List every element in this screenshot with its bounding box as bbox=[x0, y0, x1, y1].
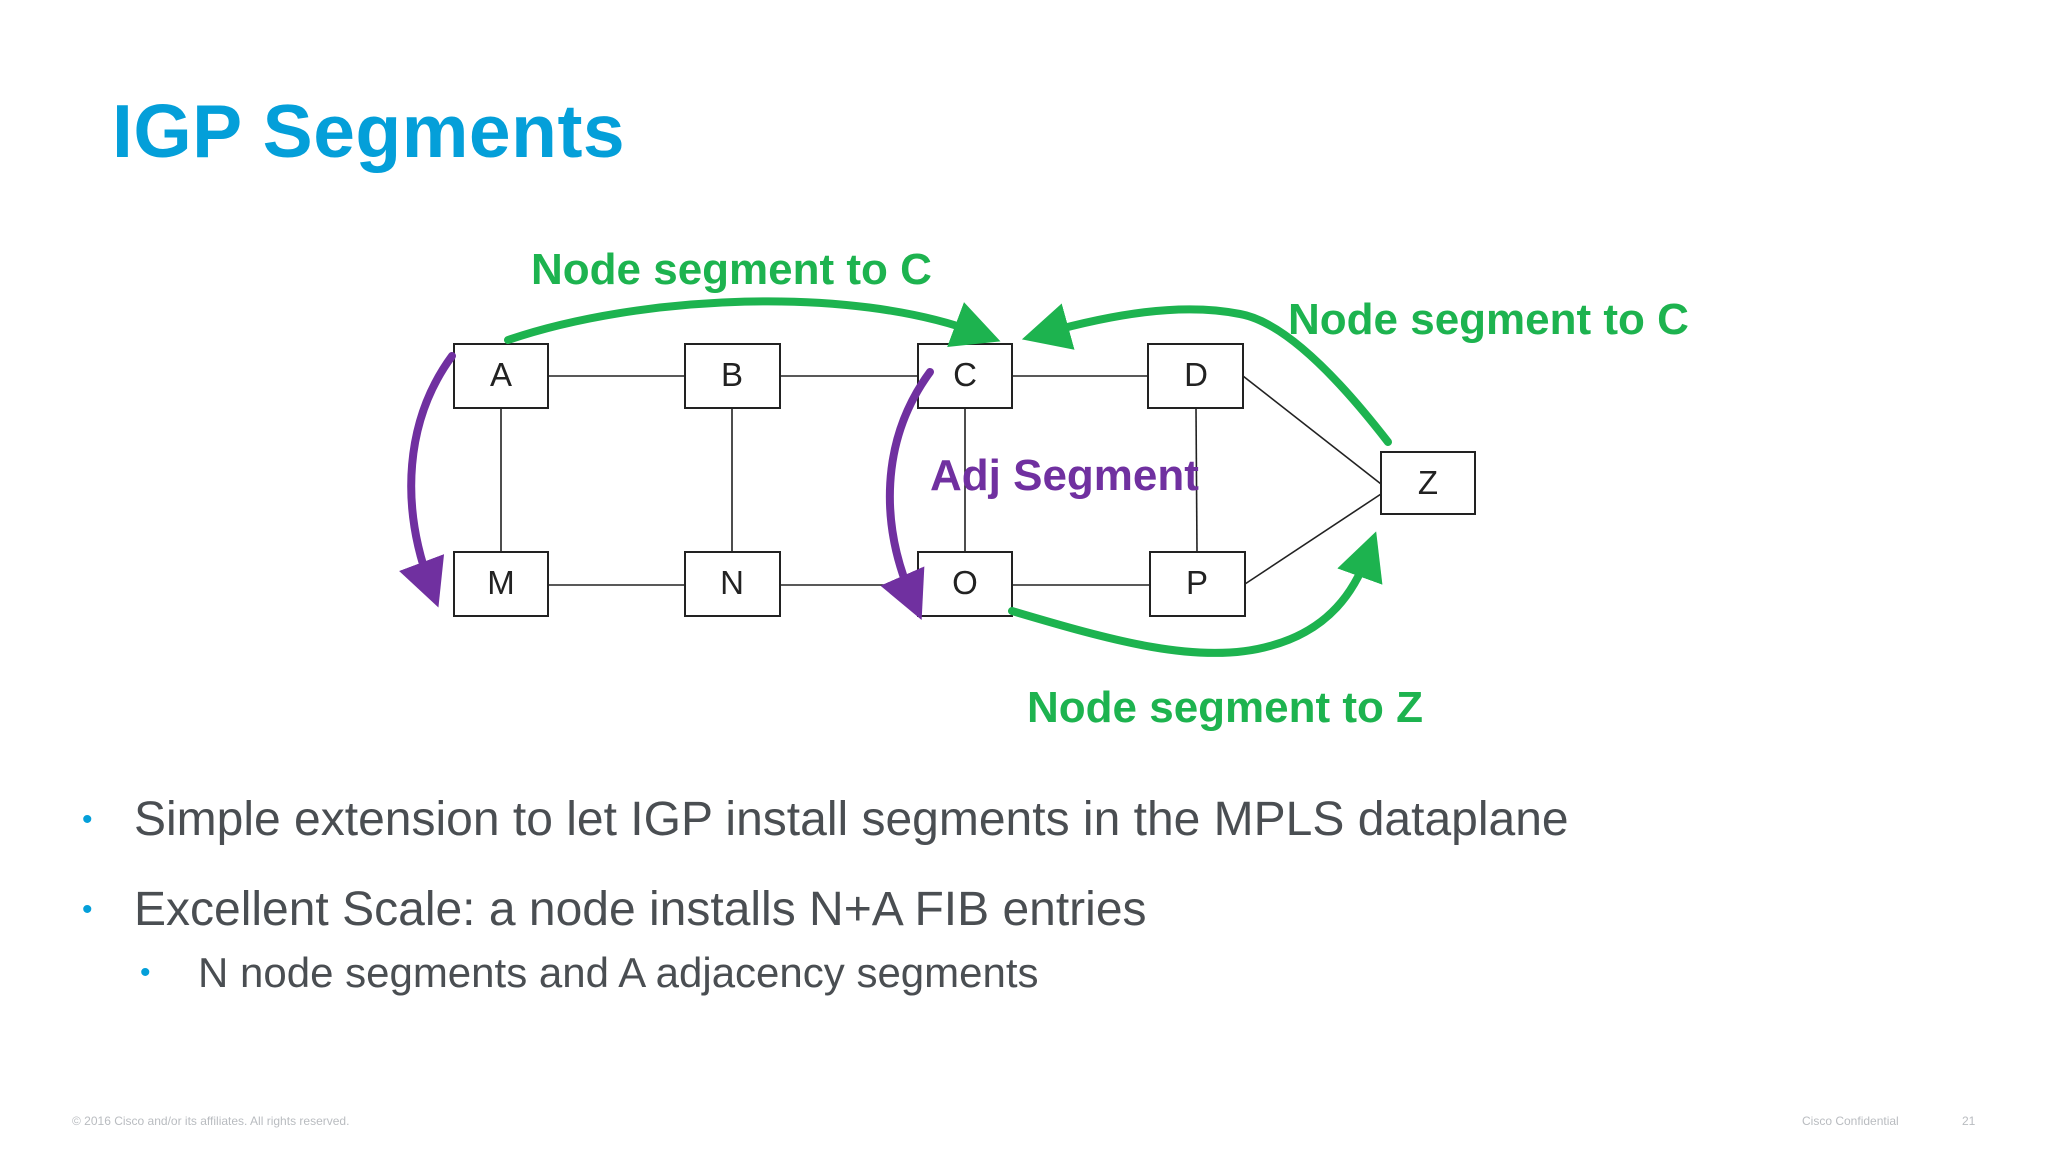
sub-bullet-text: N node segments and A adjacency segments bbox=[198, 949, 1039, 996]
slide-title: IGP Segments bbox=[112, 89, 626, 173]
bullet-text: Simple extension to let IGP install segm… bbox=[134, 793, 1569, 846]
adj-segment-arrow-a-to-m bbox=[399, 352, 456, 608]
bullet-dot-icon: • bbox=[82, 803, 93, 836]
bullet-item: • Excellent Scale: a node installs N+A F… bbox=[82, 882, 1569, 938]
bullet-dot-icon: • bbox=[82, 893, 93, 926]
node-d: D bbox=[1147, 343, 1244, 409]
bullet-dot-icon: • bbox=[140, 956, 151, 989]
node-segment-to-c-label: Node segment to C bbox=[531, 245, 932, 294]
node-segment-to-z-label: Node segment to Z bbox=[1027, 683, 1423, 732]
node-label: Z bbox=[1418, 464, 1438, 501]
node-label: C bbox=[953, 356, 977, 393]
sub-bullet-item: • N node segments and A adjacency segmen… bbox=[140, 948, 1569, 998]
link-d-p bbox=[1195, 407, 1198, 553]
node-m: M bbox=[453, 551, 549, 617]
node-label: D bbox=[1184, 356, 1208, 393]
link-d-z bbox=[1242, 375, 1382, 485]
node-c: C bbox=[917, 343, 1013, 409]
node-label: P bbox=[1186, 564, 1208, 601]
node-n: N bbox=[684, 551, 781, 617]
node-label: A bbox=[490, 356, 512, 393]
node-label: B bbox=[721, 356, 743, 393]
bullet-item: • Simple extension to let IGP install se… bbox=[82, 792, 1569, 848]
node-a: A bbox=[453, 343, 549, 409]
node-segment-to-c-label: Node segment to C bbox=[1288, 295, 1689, 344]
node-z: Z bbox=[1380, 451, 1476, 515]
node-p: P bbox=[1149, 551, 1246, 617]
node-label: N bbox=[720, 564, 744, 601]
link-p-z bbox=[1244, 493, 1382, 585]
node-segment-arrow-o-to-z bbox=[1008, 531, 1383, 658]
bullet-list: • Simple extension to let IGP install se… bbox=[82, 792, 1569, 998]
node-b: B bbox=[684, 343, 781, 409]
footer-copyright: © 2016 Cisco and/or its affiliates. All … bbox=[72, 1114, 350, 1128]
node-segment-arrow-a-to-c bbox=[504, 297, 1001, 348]
adj-segment-arrow-c-to-o bbox=[880, 368, 934, 620]
footer-confidential: Cisco Confidential bbox=[1802, 1114, 1899, 1128]
adj-segment-label: Adj Segment bbox=[930, 451, 1199, 500]
node-o: O bbox=[917, 551, 1013, 617]
node-label: O bbox=[952, 564, 978, 601]
bullet-text: Excellent Scale: a node installs N+A FIB… bbox=[134, 883, 1147, 936]
footer-page-number: 21 bbox=[1962, 1114, 1976, 1128]
node-segment-arrow-z-to-c bbox=[1021, 303, 1392, 446]
node-label: M bbox=[487, 564, 515, 601]
